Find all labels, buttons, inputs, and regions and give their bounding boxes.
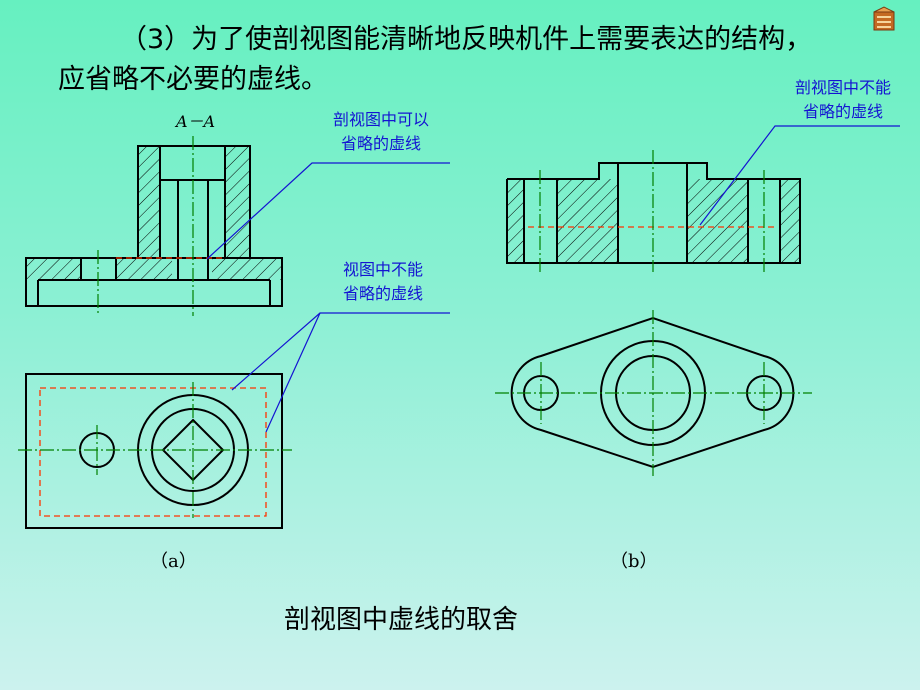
callout-b-top-line-2: 省略的虚线 xyxy=(802,102,883,121)
view-b-section-center-lines xyxy=(539,150,765,272)
view-a-top-center-lines xyxy=(18,382,292,518)
callout-a-mid-line-2: 省略的虚线 xyxy=(342,284,423,303)
callout-b-top-line-1: 剖视图中不能 xyxy=(794,78,891,97)
figure-label-a: （a） xyxy=(150,551,197,572)
view-b-section xyxy=(506,162,801,264)
view-a-top-hidden-line xyxy=(39,387,267,517)
intro-line-2: 应省略不必要的虚线。 xyxy=(58,64,328,95)
view-a-section-center-lines xyxy=(97,136,194,316)
figure-label-b: （b） xyxy=(610,551,658,572)
view-a-section xyxy=(25,145,283,307)
view-b-top-center-lines xyxy=(495,310,812,476)
callout-a-mid-line-1: 视图中不能 xyxy=(342,260,423,279)
callout-a-top: 剖视图中可以 省略的虚线 xyxy=(313,108,449,156)
callout-leaders xyxy=(206,125,900,433)
section-label: A－A xyxy=(176,112,216,131)
view-a-top xyxy=(25,373,283,529)
callout-a-top-line-2: 省略的虚线 xyxy=(340,134,421,153)
intro-line-1: （3）为了使剖视图能清晰地反映机件上需要表达的结构， xyxy=(120,24,813,55)
figure-caption: 剖视图中虚线的取舍 xyxy=(284,605,519,635)
book-icon[interactable] xyxy=(872,6,896,36)
callout-a-top-line-1: 剖视图中可以 xyxy=(332,110,429,129)
callout-b-top: 剖视图中不能 省略的虚线 xyxy=(776,76,910,124)
callout-a-mid: 视图中不能 省略的虚线 xyxy=(318,258,448,306)
